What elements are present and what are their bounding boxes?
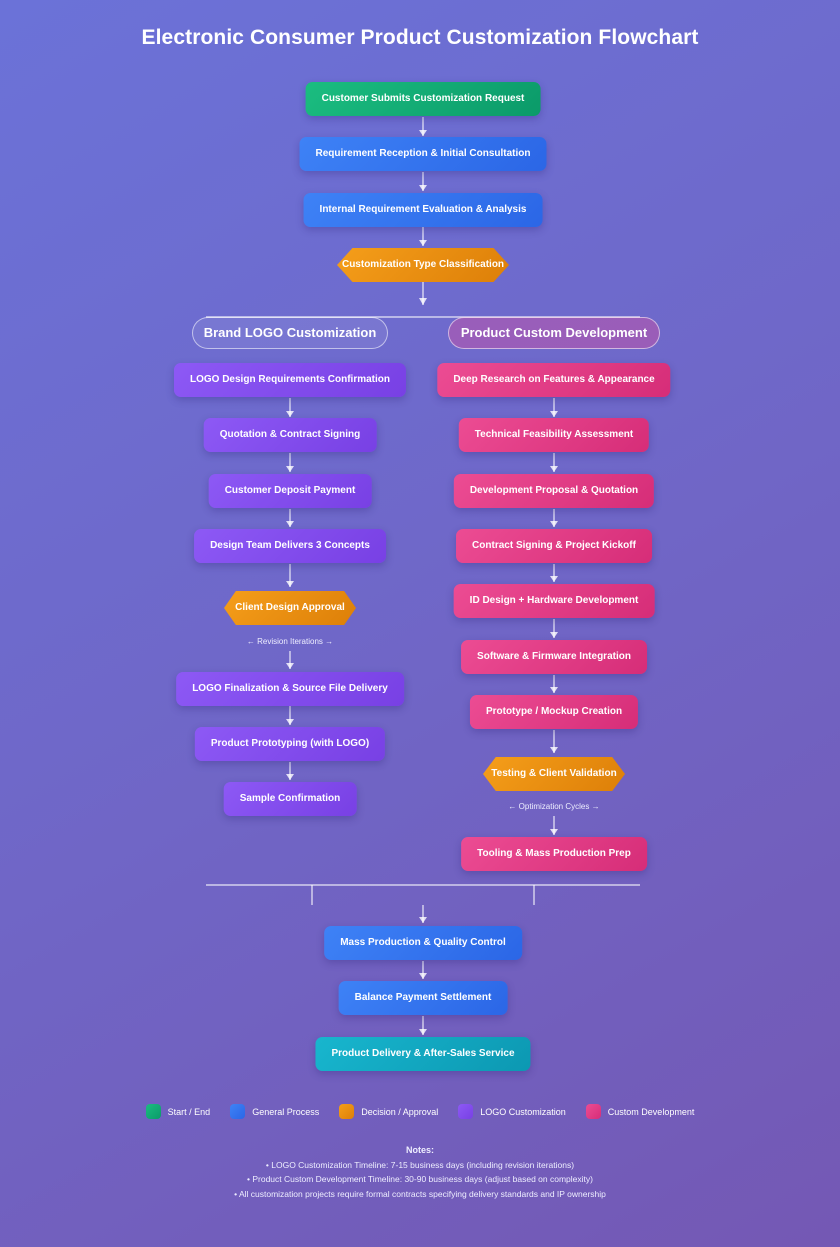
legend-label: Custom Development [607, 1106, 695, 1117]
dev-step-prototype[interactable]: Prototype / Mockup Creation [469, 695, 639, 729]
branch-header-logo: Brand LOGO Customization [192, 317, 388, 349]
delivery-after-sales-node[interactable]: Product Delivery & After-Sales Service [315, 1037, 531, 1071]
legend-item-decision: Decision / Approval [339, 1104, 438, 1119]
legend-label: Decision / Approval [361, 1106, 439, 1117]
legend: Start / End General Process Decision / A… [0, 1104, 840, 1119]
requirement-reception-node[interactable]: Requirement Reception & Initial Consulta… [299, 137, 547, 171]
legend-item-logo-customization: LOGO Customization [458, 1104, 566, 1119]
mass-production-node[interactable]: Mass Production & Quality Control [324, 926, 522, 960]
classification-decision[interactable]: Customization Type Classification [337, 248, 509, 282]
balance-payment-node[interactable]: Balance Payment Settlement [338, 981, 508, 1015]
legend-label: Start / End [167, 1106, 211, 1117]
legend-swatch [585, 1104, 601, 1119]
logo-step-concepts[interactable]: Design Team Delivers 3 Concepts [194, 529, 386, 563]
legend-swatch [230, 1104, 246, 1119]
notes-heading: Notes: [405, 1145, 434, 1155]
page-title: Electronic Consumer Product Customizatio… [141, 26, 699, 49]
dev-step-proposal[interactable]: Development Proposal & Quotation [453, 474, 655, 508]
legend-label: LOGO Customization [480, 1106, 566, 1117]
dev-step-id-hardware[interactable]: ID Design + Hardware Development [453, 584, 655, 618]
legend-swatch [339, 1104, 355, 1119]
legend-swatch [145, 1104, 161, 1119]
notes-section: Notes: • LOGO Customization Timeline: 7-… [0, 1143, 840, 1201]
notes-line: • LOGO Customization Timeline: 7-15 busi… [265, 1159, 575, 1170]
legend-item-custom-development: Custom Development [585, 1104, 695, 1119]
client-design-approval-decision[interactable]: Client Design Approval [224, 591, 356, 625]
logo-step-quotation[interactable]: Quotation & Contract Signing [203, 418, 377, 452]
branch-header-custom-dev: Product Custom Development [448, 317, 660, 349]
testing-validation-decision[interactable]: Testing & Client Validation [483, 757, 625, 791]
start-node[interactable]: Customer Submits Customization Request [305, 82, 541, 116]
revision-iterations-note: ← Revision Iterations → [246, 637, 334, 646]
requirement-evaluation-node[interactable]: Internal Requirement Evaluation & Analys… [303, 193, 543, 227]
legend-swatch [458, 1104, 474, 1119]
logo-step-requirements[interactable]: LOGO Design Requirements Confirmation [173, 363, 407, 397]
logo-step-prototyping[interactable]: Product Prototyping (with LOGO) [194, 727, 386, 761]
dev-step-research[interactable]: Deep Research on Features & Appearance [437, 363, 671, 397]
legend-item-general-process: General Process [230, 1104, 319, 1119]
logo-step-sample-confirmation[interactable]: Sample Confirmation [223, 782, 357, 816]
optimization-cycles-note: ← Optimization Cycles → [508, 802, 600, 811]
dev-step-tooling[interactable]: Tooling & Mass Production Prep [461, 837, 647, 871]
logo-step-finalization[interactable]: LOGO Finalization & Source File Delivery [176, 672, 404, 706]
dev-step-feasibility[interactable]: Technical Feasibility Assessment [458, 418, 650, 452]
dev-step-software-firmware[interactable]: Software & Firmware Integration [461, 640, 647, 674]
notes-line: • Product Custom Development Timeline: 3… [247, 1174, 593, 1184]
dev-step-contract-kickoff[interactable]: Contract Signing & Project Kickoff [456, 529, 652, 563]
notes-line: • All customization projects require for… [234, 1188, 606, 1199]
legend-label: General Process [252, 1106, 320, 1117]
logo-step-deposit[interactable]: Customer Deposit Payment [208, 474, 372, 508]
legend-item-start-end: Start / End [145, 1104, 211, 1119]
